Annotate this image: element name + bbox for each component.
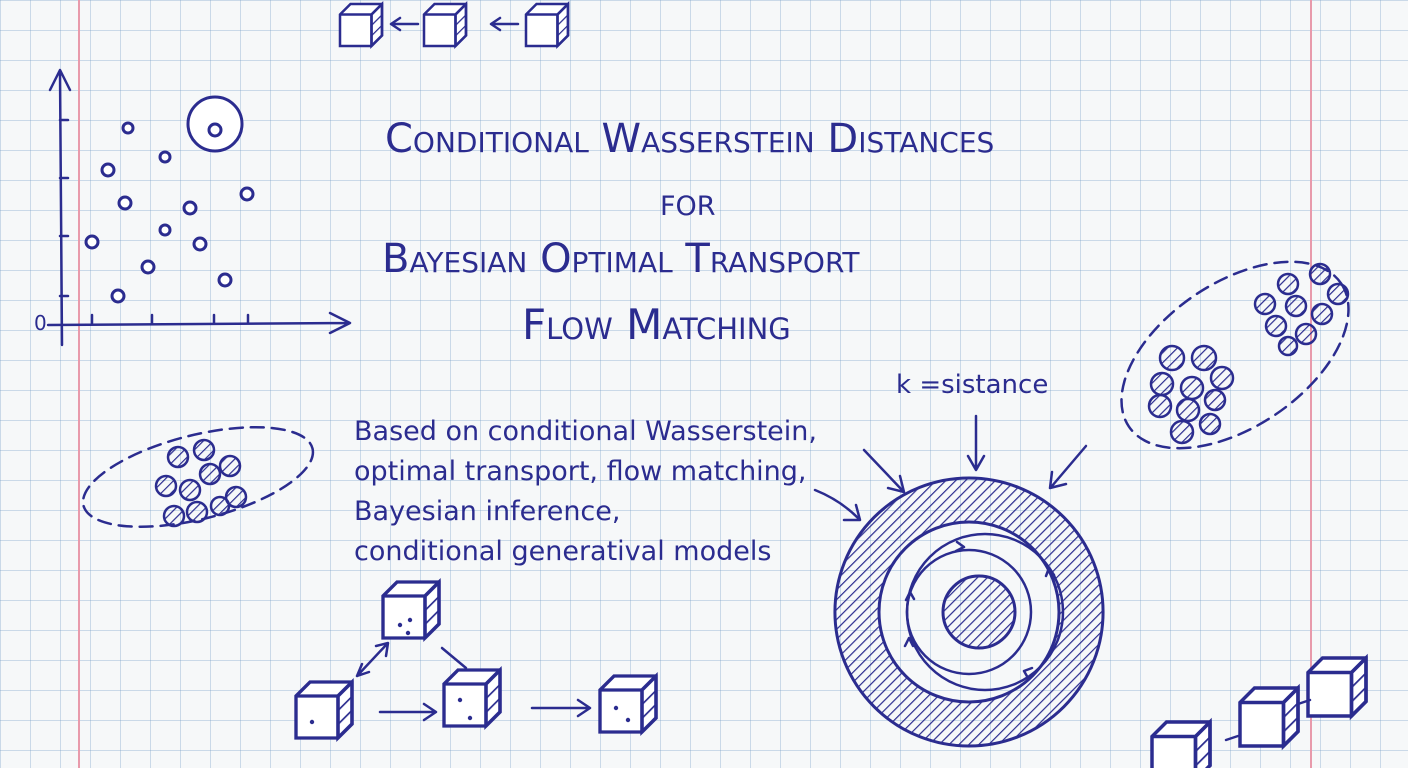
right-dashed-cluster <box>1120 260 1350 450</box>
keywords-line-4: conditional generatival models <box>354 536 772 567</box>
keywords-line-3: Bayesian inference, <box>354 496 621 527</box>
title-line-2: for <box>660 180 716 224</box>
left-dashed-cluster <box>81 425 315 529</box>
keywords-line-1: Based on conditional Wasserstein, <box>354 416 817 447</box>
keywords-line-2: optimal transport, flow matching, <box>354 456 807 487</box>
keywords-block: Based on conditional Wasserstein, optima… <box>354 412 894 572</box>
axis-origin-label: 0 <box>34 311 47 335</box>
title-line-1: Conditional Wasserstein Distances <box>385 116 995 162</box>
concentric-rings-diagram <box>813 414 1105 748</box>
title-line-3: Bayesian Optimal Transport <box>382 236 860 282</box>
top-cube-chain <box>338 2 570 48</box>
left-margin-line <box>78 0 80 768</box>
distance-annotation: k =sistance <box>896 370 1049 400</box>
scatter-plot-sketch <box>46 68 352 347</box>
title-line-4: Flow Matching <box>522 300 791 349</box>
bottom-cube-network <box>294 580 658 740</box>
bottom-right-cube-chain <box>1150 656 1368 768</box>
